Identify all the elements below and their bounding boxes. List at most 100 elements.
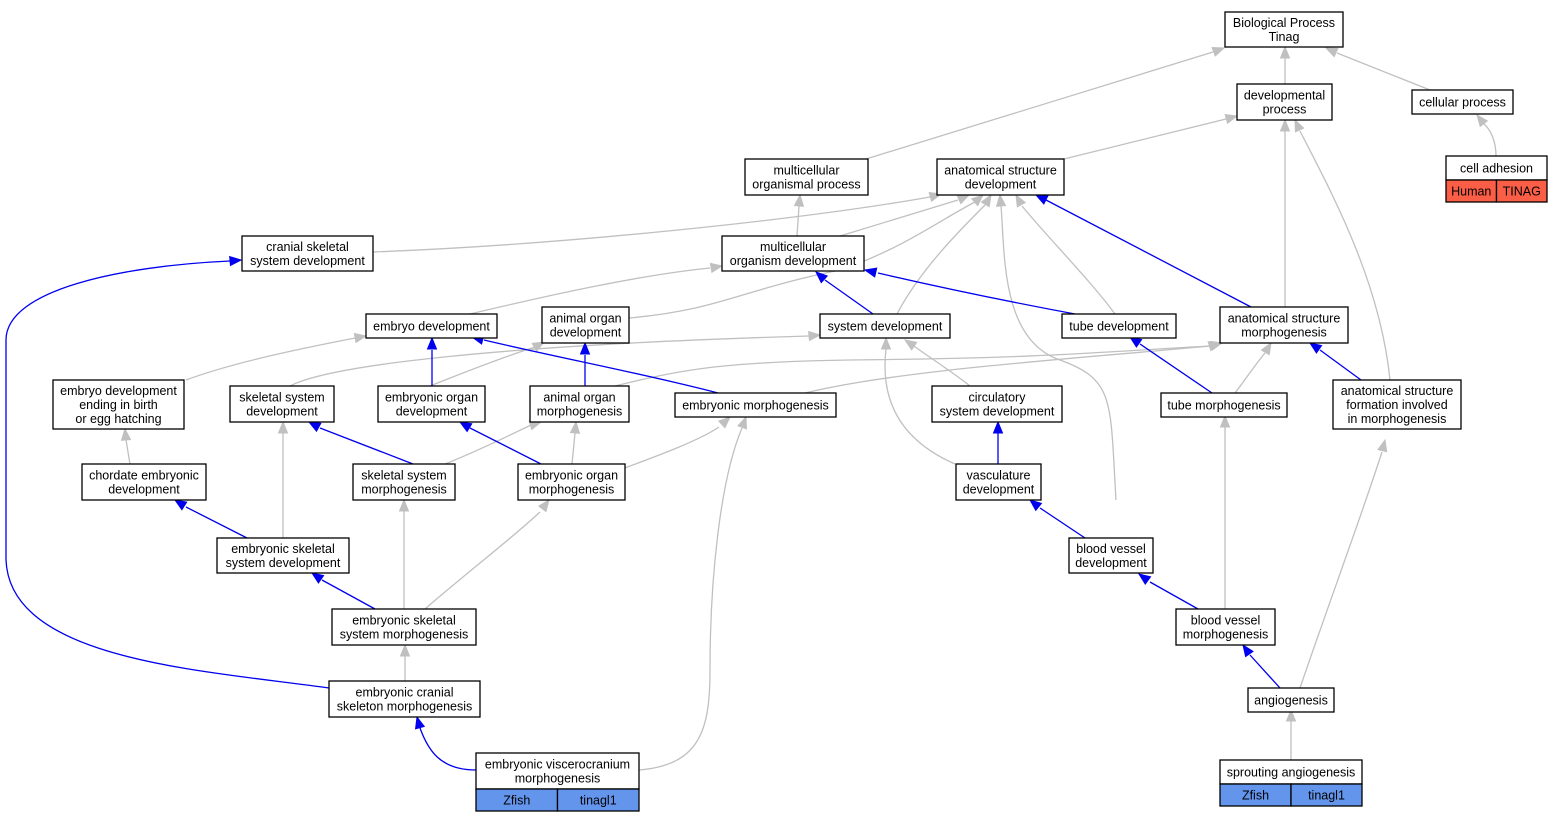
go-term-tube-morph[interactable]: tube morphogenesis [1160, 392, 1288, 418]
gene-cell[interactable]: tinagl1 [1290, 783, 1363, 807]
term-label-line: or egg hatching [75, 412, 161, 426]
gene-cell[interactable]: tinagl1 [556, 788, 640, 812]
part-of-edge [173, 499, 248, 539]
term-label-line: development [550, 326, 622, 340]
go-term-emb-morph[interactable]: embryonic morphogenesis [674, 392, 837, 418]
term-label-line: development [1075, 556, 1147, 570]
is-a-edge [1324, 47, 1431, 91]
part-of-edge [307, 421, 414, 465]
part-of-edge [1242, 643, 1281, 689]
term-box [241, 235, 374, 272]
go-term-angio[interactable]: angiogenesis [1247, 687, 1335, 713]
is-a-edge [469, 262, 724, 315]
arrowhead [1476, 113, 1489, 128]
arrowhead [310, 572, 325, 584]
is-a-edge [185, 332, 368, 381]
arrowhead [808, 330, 822, 342]
term-box [819, 313, 951, 339]
term-label-line: skeletal system [239, 391, 324, 405]
arrowhead [426, 336, 438, 350]
term-label-line: circulatory [969, 391, 1027, 405]
is-a-edge [1476, 113, 1497, 157]
arrowhead [1034, 194, 1049, 205]
part-of-edge [1308, 342, 1362, 381]
go-term-emb-visc[interactable]: embryonic viscerocraniummorphogenesisZfi… [475, 752, 640, 812]
term-label-line: vasculature [967, 469, 1031, 483]
is-a-edge [1219, 414, 1231, 609]
go-term-tube-dev[interactable]: tube development [1061, 313, 1177, 339]
arrowhead [980, 193, 992, 208]
term-label-line: development [246, 405, 318, 419]
term-box [541, 306, 630, 344]
term-box [529, 385, 630, 423]
part-of-edge [5, 255, 330, 689]
term-box [377, 385, 486, 423]
arrowhead [992, 420, 1004, 434]
gene-cell[interactable]: TINAG [1495, 179, 1548, 203]
arrowhead [1279, 118, 1291, 132]
arrowhead [1224, 113, 1239, 125]
go-term-sys-dev[interactable]: system development [819, 313, 951, 339]
term-label-line: organismal process [752, 178, 860, 192]
term-label-line: cranial skeletal [266, 240, 349, 254]
term-label-line: anatomical structure [1341, 384, 1454, 398]
term-box [229, 385, 335, 423]
term-label-line: skeleton morphogenesis [337, 700, 473, 714]
term-box [81, 463, 207, 501]
arrowhead [1028, 499, 1043, 512]
species-cell[interactable]: Human [1445, 179, 1498, 203]
part-of-edge [863, 267, 1076, 315]
term-label-line: multicellular [760, 240, 826, 254]
term-label-line: morphogenesis [361, 483, 446, 497]
term-label-line: system development [226, 556, 341, 570]
species-cell[interactable]: Zfish [475, 788, 559, 812]
term-label-line: in morphogenesis [1348, 412, 1447, 426]
term-label-line: organism development [730, 254, 857, 268]
go-term-embryo-dev[interactable]: embryo development [365, 313, 498, 339]
term-label-line: cell adhesion [1460, 162, 1533, 176]
term-box [931, 385, 1063, 423]
species-cell[interactable]: Zfish [1219, 783, 1292, 807]
arrowhead [458, 421, 473, 433]
is-a-edge [896, 193, 992, 315]
go-term-cell-proc[interactable]: cellular process [1411, 89, 1514, 115]
arrowhead [709, 262, 724, 274]
term-box [1061, 313, 1177, 339]
is-a-edge [1285, 708, 1297, 760]
term-box [1219, 759, 1363, 785]
arrowhead [398, 498, 410, 512]
part-of-edge [470, 334, 719, 394]
arrowhead [229, 255, 243, 267]
arrowhead [863, 267, 878, 278]
is-a-edge [903, 339, 971, 387]
arrowhead [880, 336, 892, 350]
term-label-line: ending in birth [79, 398, 158, 412]
arrowhead [353, 332, 368, 344]
arrowhead [579, 341, 591, 355]
